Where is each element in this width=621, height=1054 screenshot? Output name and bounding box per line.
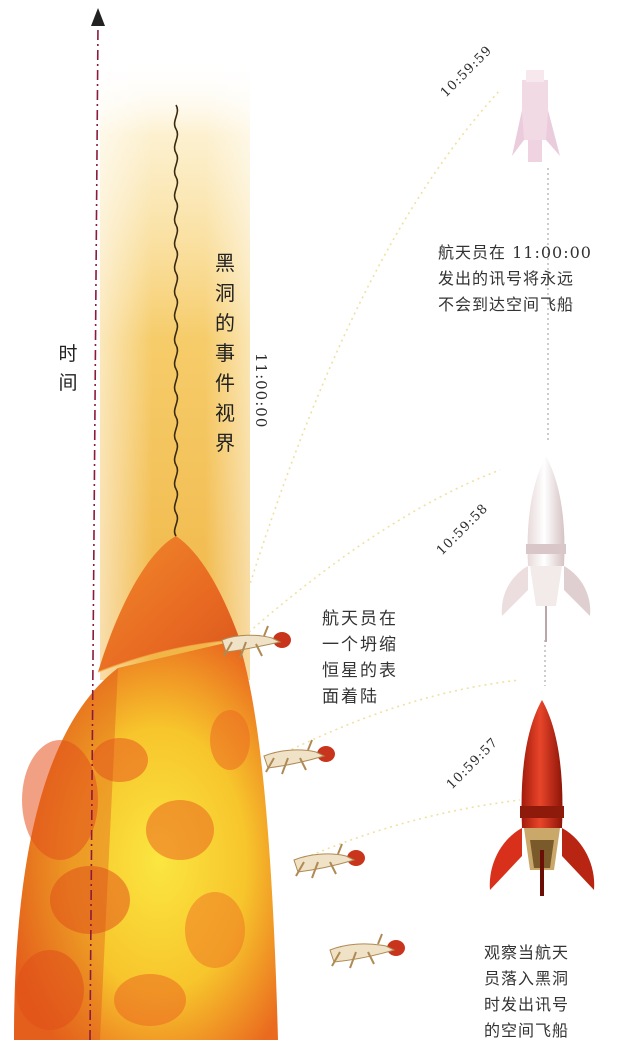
vertical-time-label: 11:00:00 [252, 353, 270, 429]
signal-arcs [239, 89, 521, 861]
time-axis-arrow-icon [91, 8, 105, 26]
spaceship-red [489, 700, 595, 896]
note-astronaut-landing: 航天员在 一个坍缩 恒星的表 面着陆 [322, 609, 398, 707]
horizon-beam [100, 60, 250, 680]
time-axis [89, 8, 105, 1041]
ship-path-guides [544, 168, 549, 686]
note-observer-ship: 观察当航天 员落入黑洞 时发出讯号 的空间飞船 [484, 943, 570, 1040]
astronaut-1 [221, 625, 291, 659]
spaceship-white [501, 456, 591, 642]
wavy-signal-line [173, 104, 179, 537]
spaceship-faded [512, 70, 560, 162]
event-horizon-label: 黑 洞 的 事 件 视 界 [215, 251, 235, 455]
time-axis-label: 时 间 [58, 343, 78, 394]
note-never-reach: 航天员在 11:00:00 发出的讯号将永远 不会到达空间飞船 [438, 243, 592, 314]
astronaut-2 [263, 739, 335, 775]
astronaut-3 [293, 843, 365, 879]
collapsing-star [14, 536, 278, 1040]
astronaut-4 [329, 933, 405, 969]
